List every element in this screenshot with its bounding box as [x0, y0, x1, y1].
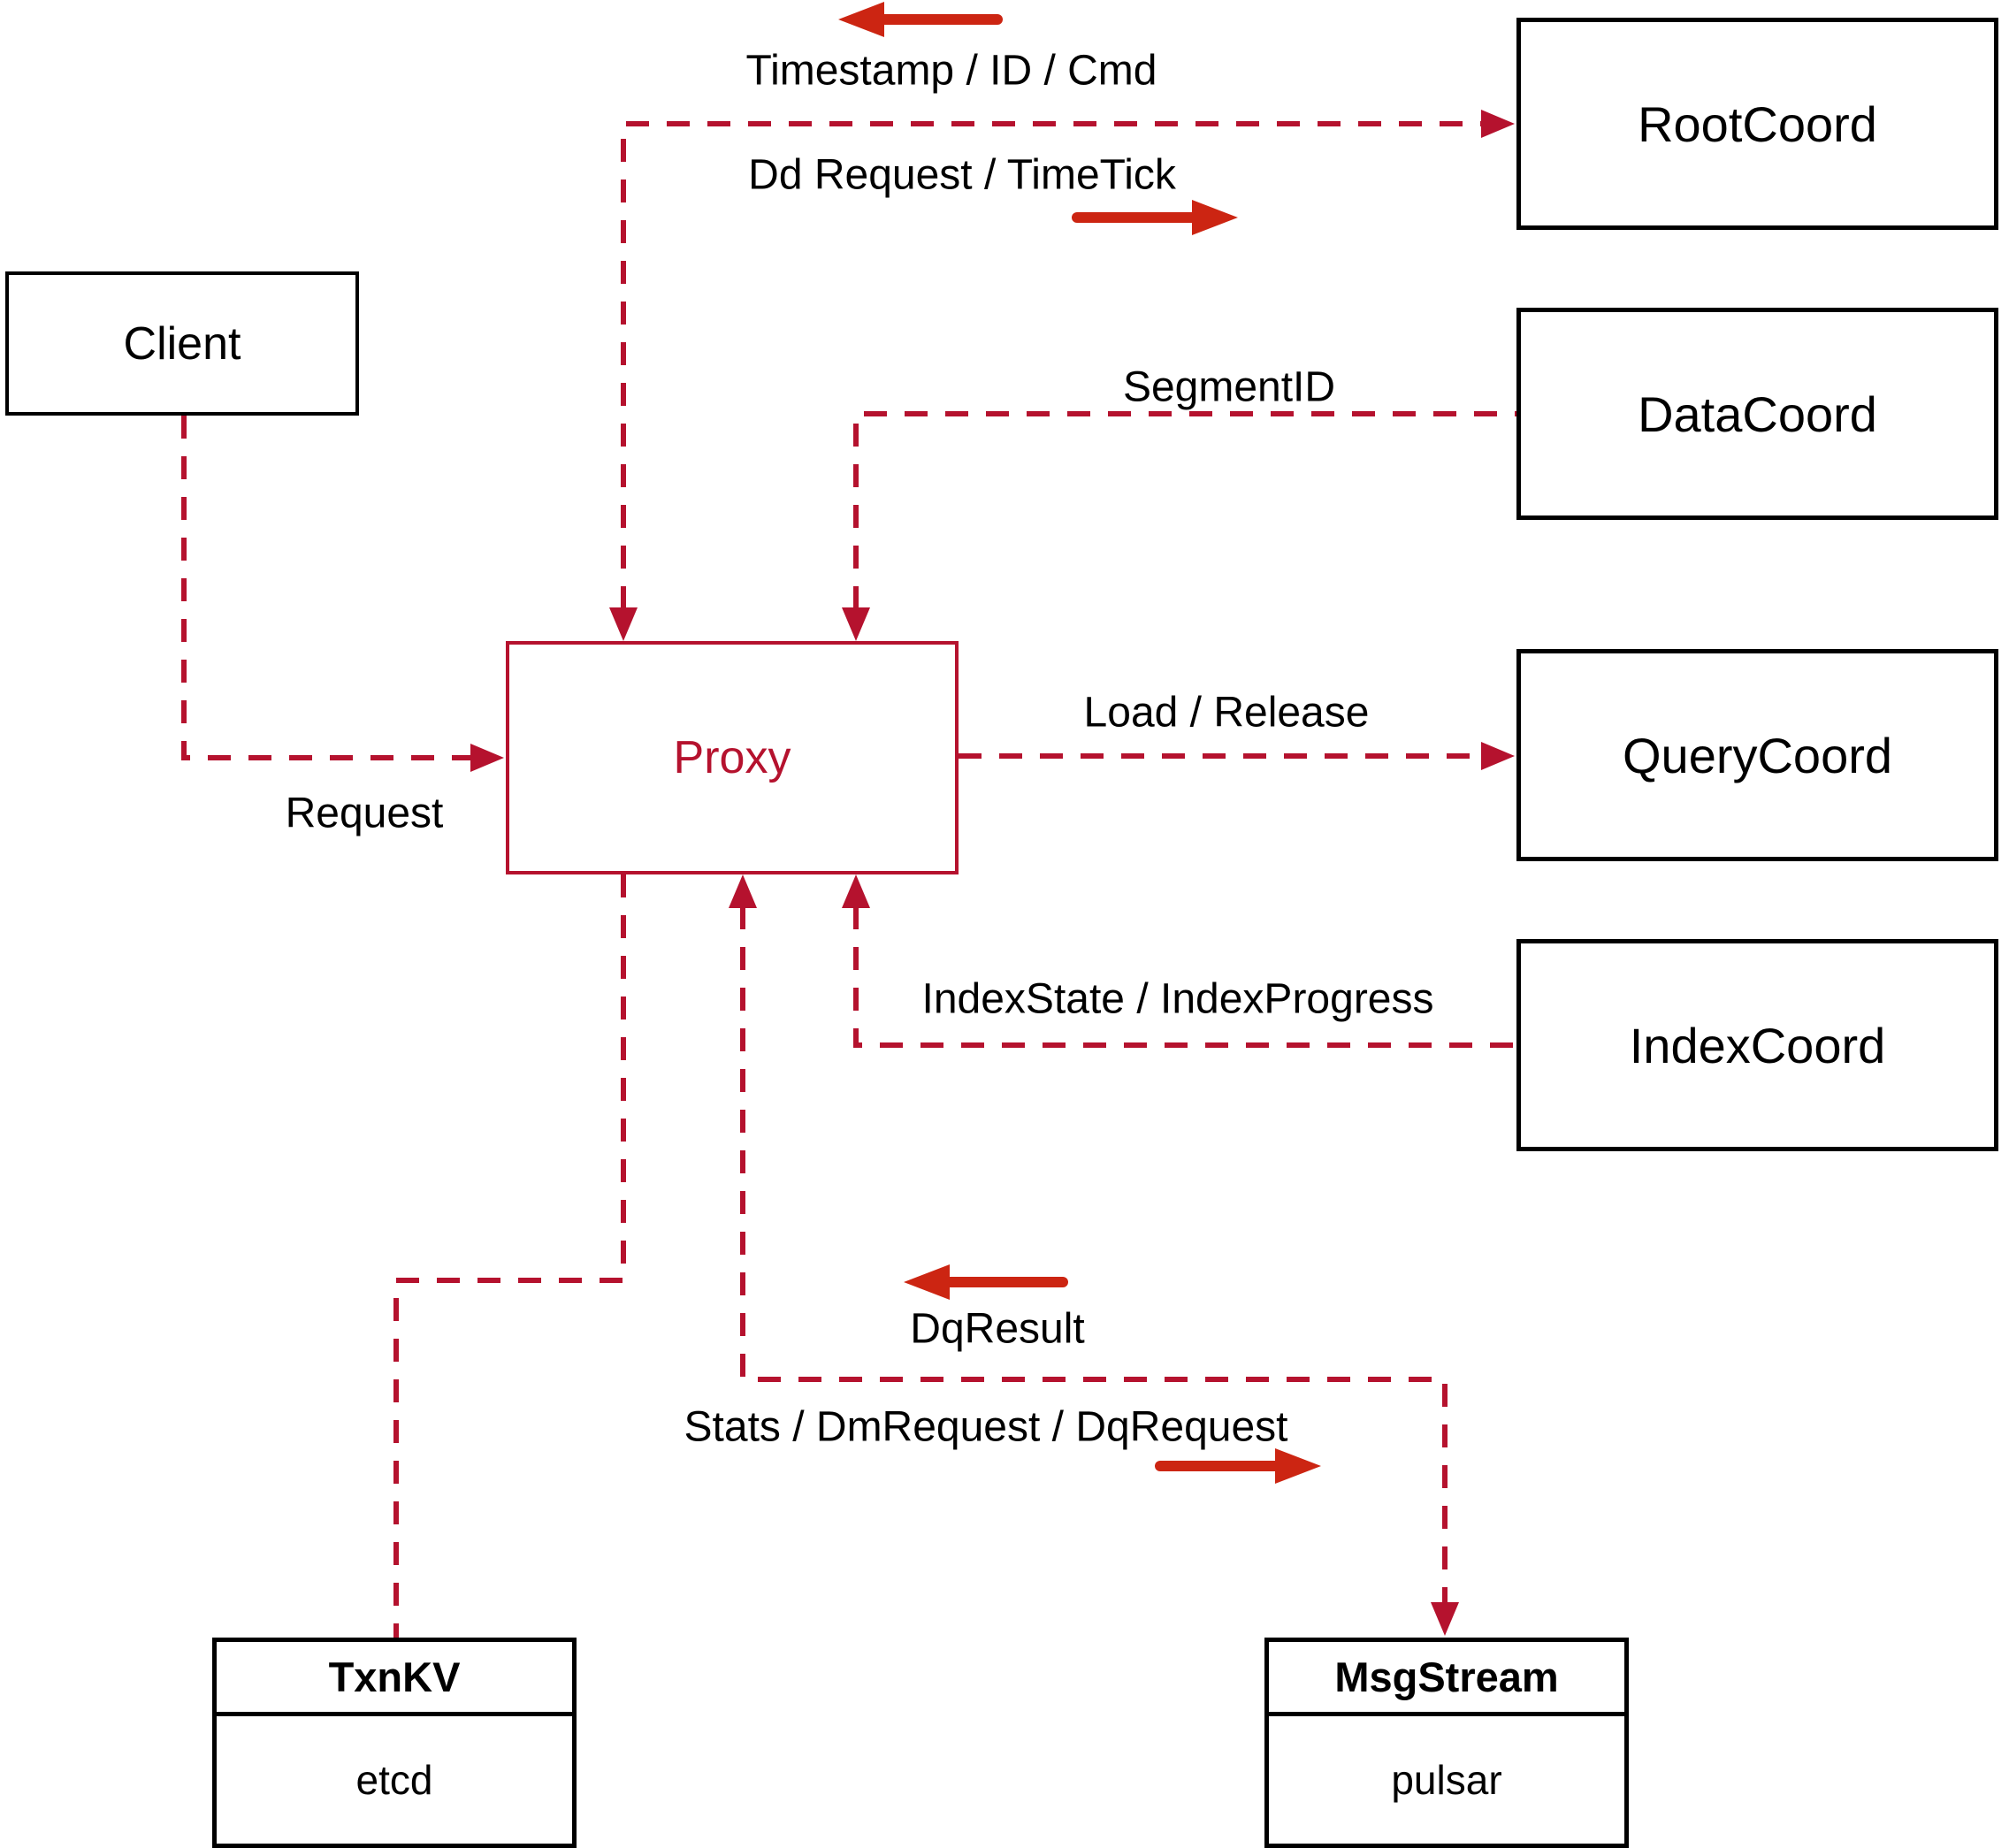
- arrowhead-into-proxy-bottom-left: [729, 874, 757, 908]
- node-rootcoord-label: RootCoord: [1638, 95, 1877, 152]
- arrowhead-into-proxy-top-right: [842, 607, 870, 641]
- edge-proxy-msgstream-line: [740, 906, 1448, 1602]
- node-msgstream: MsgStream pulsar: [1264, 1638, 1629, 1848]
- edge-indexcoord-proxy-line: [853, 906, 1516, 1048]
- node-datacoord-label: DataCoord: [1638, 386, 1877, 442]
- edge-client-proxy-line: [181, 416, 472, 760]
- arrowhead-into-proxy-left: [470, 744, 504, 772]
- arrowhead-into-querycoord: [1481, 742, 1515, 770]
- node-proxy: Proxy: [506, 641, 959, 874]
- arrowhead-into-rootcoord: [1481, 110, 1515, 138]
- edge-label-timestamp: Timestamp / ID / Cmd: [745, 47, 1157, 95]
- direction-arrow-timestamp-left: [838, 2, 1003, 37]
- node-txnkv-subtitle: etcd: [355, 1757, 433, 1803]
- node-proxy-label: Proxy: [673, 732, 791, 783]
- node-indexcoord: IndexCoord: [1516, 939, 1998, 1151]
- node-querycoord: QueryCoord: [1516, 649, 1998, 861]
- node-msgstream-title: MsgStream: [1269, 1642, 1624, 1716]
- arrowhead-into-msgstream: [1431, 1602, 1459, 1636]
- edge-label-request: Request: [285, 790, 444, 837]
- node-querycoord-label: QueryCoord: [1622, 727, 1893, 783]
- direction-arrow-dqresult-left: [904, 1264, 1068, 1300]
- node-rootcoord: RootCoord: [1516, 18, 1998, 230]
- edge-label-dd-request: Dd Request / TimeTick: [748, 151, 1176, 199]
- edge-label-load-release: Load / Release: [1083, 689, 1370, 737]
- edge-label-stats: Stats / DmRequest / DqRequest: [684, 1403, 1288, 1451]
- node-msgstream-subtitle: pulsar: [1391, 1757, 1502, 1803]
- edge-datacoord-proxy-line: [853, 411, 1516, 609]
- edge-label-dq-result: DqResult: [910, 1305, 1085, 1353]
- node-indexcoord-label: IndexCoord: [1629, 1017, 1886, 1073]
- arrowhead-into-proxy-bottom-right: [842, 874, 870, 908]
- edge-proxy-txnkv-line: [393, 874, 626, 1638]
- node-client: Client: [5, 271, 359, 416]
- edge-proxy-rootcoord-line: [621, 121, 1483, 609]
- node-datacoord: DataCoord: [1516, 308, 1998, 520]
- arrowhead-into-proxy-top-left: [609, 607, 638, 641]
- edge-label-index-state: IndexState / IndexProgress: [921, 975, 1434, 1023]
- node-txnkv-title: TxnKV: [217, 1642, 572, 1716]
- edge-label-segment-id: SegmentID: [1122, 363, 1336, 411]
- direction-arrow-stats-right: [1155, 1448, 1321, 1484]
- node-txnkv: TxnKV etcd: [212, 1638, 577, 1848]
- node-client-label: Client: [123, 317, 241, 370]
- direction-arrow-ddrequest-right: [1072, 200, 1238, 235]
